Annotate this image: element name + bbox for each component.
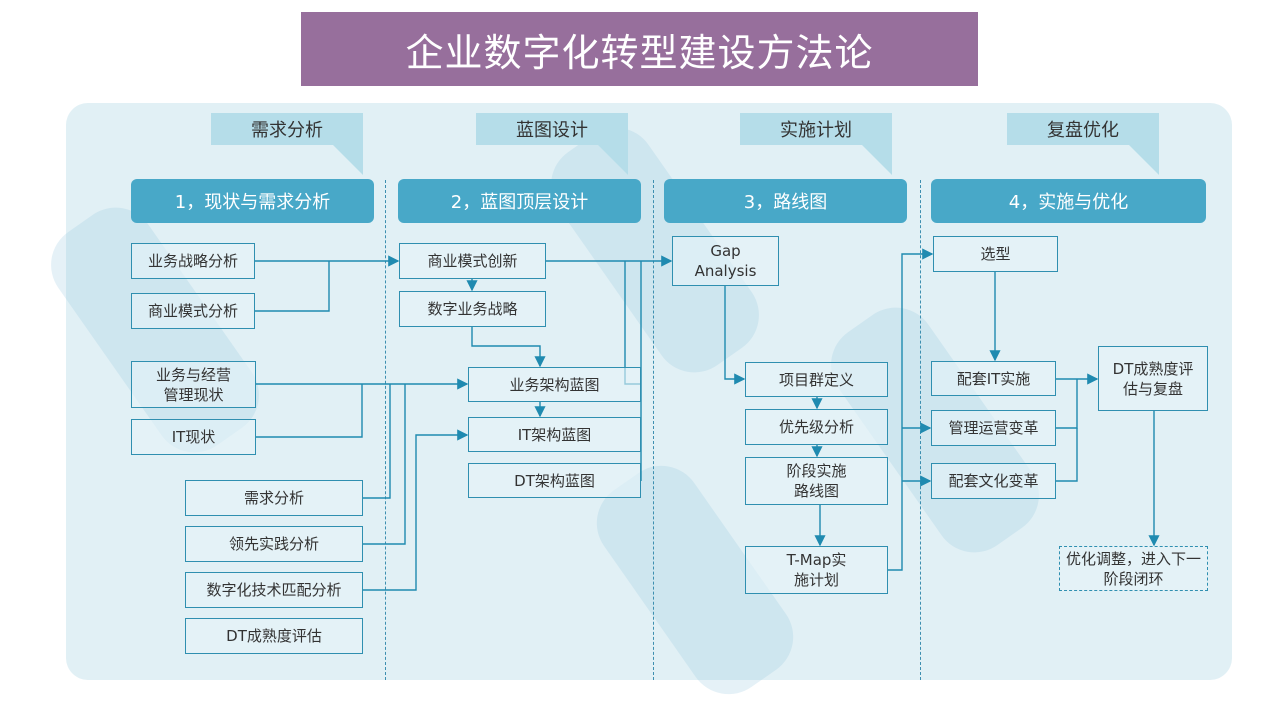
box-it-arch: IT架构蓝图 — [468, 417, 641, 452]
box-best-practice: 领先实践分析 — [185, 526, 363, 562]
header-step-1: 1，现状与需求分析 — [131, 179, 374, 223]
box-model-innovation: 商业模式创新 — [399, 243, 546, 279]
phase-tail — [1129, 145, 1159, 175]
phase-plan: 实施计划 — [740, 113, 892, 145]
box-roadmap: 阶段实施路线图 — [745, 457, 888, 505]
header-step-3: 3，路线图 — [664, 179, 907, 223]
box-priority: 优先级分析 — [745, 409, 888, 445]
box-business-arch: 业务架构蓝图 — [468, 367, 641, 402]
box-business-model: 商业模式分析 — [131, 293, 255, 329]
box-program: 项目群定义 — [745, 362, 888, 397]
box-dt-arch: DT架构蓝图 — [468, 463, 641, 498]
header-step-2: 2，蓝图顶层设计 — [398, 179, 641, 223]
column-divider — [653, 180, 654, 680]
phase-tail — [333, 145, 363, 175]
phase-tail — [862, 145, 892, 175]
phase-tail — [598, 145, 628, 175]
box-culture-change: 配套文化变革 — [931, 463, 1056, 499]
page-title: 企业数字化转型建设方法论 — [301, 12, 978, 86]
box-digital-strategy: 数字业务战略 — [399, 291, 546, 327]
box-tmap: T-Map实施计划 — [745, 546, 888, 594]
phase-requirement: 需求分析 — [211, 113, 363, 145]
box-requirement: 需求分析 — [185, 480, 363, 516]
box-dt-maturity: DT成熟度评估 — [185, 618, 363, 654]
box-optimize-loop: 优化调整，进入下一阶段闭环 — [1059, 546, 1208, 591]
box-maturity-review: DT成熟度评估与复盘 — [1098, 346, 1208, 411]
box-it-impl: 配套IT实施 — [931, 361, 1056, 396]
box-ops-status: 业务与经营管理现状 — [131, 361, 256, 408]
box-selection: 选型 — [933, 236, 1058, 272]
column-divider — [385, 180, 386, 680]
phase-review: 复盘优化 — [1007, 113, 1159, 145]
header-step-4: 4，实施与优化 — [931, 179, 1206, 223]
box-tech-match: 数字化技术匹配分析 — [185, 572, 363, 608]
box-it-status: IT现状 — [131, 419, 256, 455]
phase-blueprint: 蓝图设计 — [476, 113, 628, 145]
box-business-strategy: 业务战略分析 — [131, 243, 255, 279]
box-mgmt-change: 管理运营变革 — [931, 410, 1056, 446]
box-gap-analysis: Gap Analysis — [672, 236, 779, 286]
